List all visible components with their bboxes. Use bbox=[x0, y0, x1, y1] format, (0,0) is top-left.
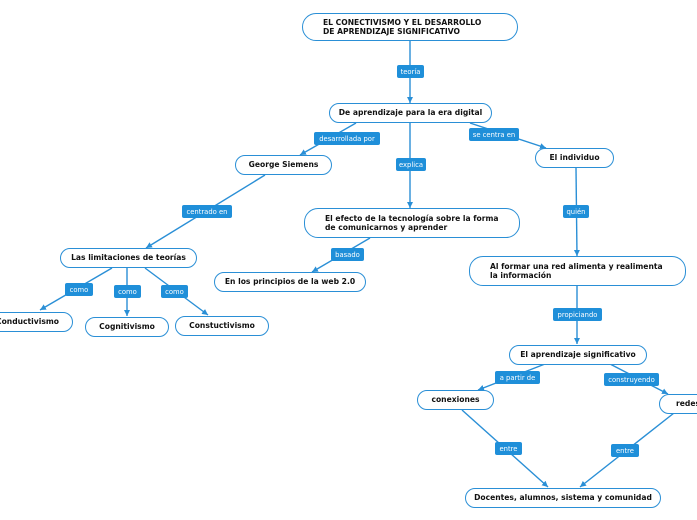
label-entre-2[interactable]: entre bbox=[611, 444, 639, 457]
label-desarrollada-por[interactable]: desarrollada por bbox=[314, 132, 380, 145]
label-explica[interactable]: explica bbox=[396, 158, 426, 171]
label-quien[interactable]: quién bbox=[563, 205, 589, 218]
node-cognitivismo[interactable]: Cognitivismo bbox=[85, 317, 169, 337]
node-efecto-tecnologia[interactable]: El efecto de la tecnología sobre la form… bbox=[304, 208, 520, 238]
node-redes[interactable]: redes bbox=[659, 394, 697, 414]
label-como-2[interactable]: como bbox=[114, 285, 141, 298]
label-centrado-en[interactable]: centrado en bbox=[182, 205, 232, 218]
label-como-1[interactable]: como bbox=[65, 283, 93, 296]
label-entre-1[interactable]: entre bbox=[495, 442, 522, 455]
label-propiciando[interactable]: propiciando bbox=[553, 308, 602, 321]
label-teoria[interactable]: teoría bbox=[397, 65, 424, 78]
label-se-centra-en[interactable]: se centra en bbox=[469, 128, 519, 141]
node-george-siemens[interactable]: George Siemens bbox=[235, 155, 332, 175]
node-formar-red[interactable]: Al formar una red alimenta y realimenta … bbox=[469, 256, 686, 286]
node-era-digital[interactable]: De aprendizaje para la era digital bbox=[329, 103, 492, 123]
label-a-partir-de[interactable]: a partir de bbox=[495, 371, 540, 384]
node-limitaciones-teorias[interactable]: Las limitaciones de teorías bbox=[60, 248, 197, 268]
node-web-2-0[interactable]: En los principios de la web 2.0 bbox=[214, 272, 366, 292]
node-conexiones[interactable]: conexiones bbox=[417, 390, 494, 410]
label-como-3[interactable]: como bbox=[161, 285, 188, 298]
node-el-individuo[interactable]: El individuo bbox=[535, 148, 614, 168]
node-main-title[interactable]: EL CONECTIVISMO Y EL DESARROLLO DE APREN… bbox=[302, 13, 518, 41]
node-conductivismo[interactable]: Conductivismo bbox=[0, 312, 73, 332]
node-constuctivismo[interactable]: Constuctivismo bbox=[175, 316, 269, 336]
label-construyendo[interactable]: construyendo bbox=[604, 373, 659, 386]
node-aprendizaje-significativo[interactable]: El aprendizaje significativo bbox=[509, 345, 647, 365]
label-basado[interactable]: basado bbox=[331, 248, 364, 261]
node-docentes[interactable]: Docentes, alumnos, sistema y comunidad bbox=[465, 488, 661, 508]
